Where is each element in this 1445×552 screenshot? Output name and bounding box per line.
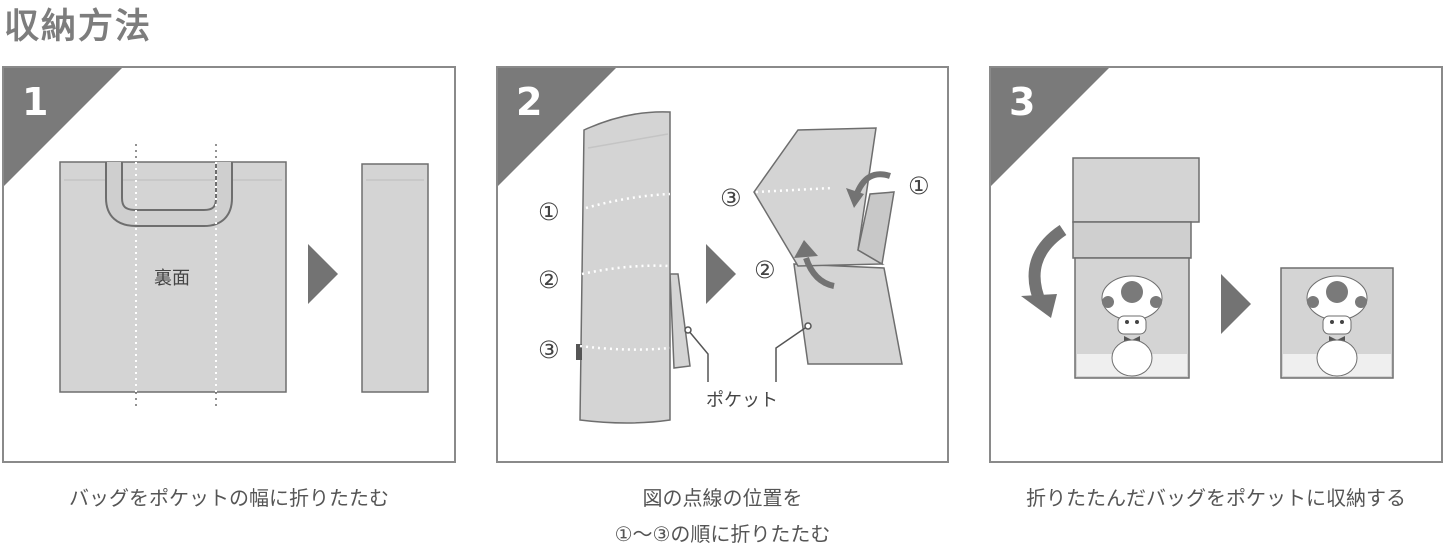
mushroom-character-2: [1306, 275, 1368, 377]
mark-3-right: ③: [720, 184, 742, 212]
pocket-pointer-right: [775, 325, 809, 382]
step-3-illustration: [991, 68, 1394, 379]
bag-body: [59, 161, 287, 393]
folding-bag-lower: [793, 263, 903, 365]
step-3-caption: 折りたたんだバッグをポケットに収納する: [1026, 486, 1406, 510]
step-2-caption: 図の点線の位置を ①〜③の順に折りたたむ: [496, 480, 949, 552]
next-arrow: [308, 244, 338, 304]
fold-arrow-2: [803, 256, 835, 289]
folded-bag-top: [1072, 157, 1200, 223]
insert-arrow: [1028, 225, 1067, 307]
mushroom-character: [1101, 275, 1163, 377]
step-3-panel: 3: [989, 66, 1443, 463]
mark-3-left: ③: [538, 336, 560, 364]
fold-line-1: [585, 192, 671, 210]
step-2-caption-line1: 図の点線の位置を: [642, 486, 803, 510]
step-1-number: 1: [22, 80, 49, 124]
step-1-caption: バッグをポケットの幅に折りたたむ: [69, 486, 389, 510]
step-2-panel: 2 ① ② ③ ③ ① ② ポケット: [496, 66, 949, 463]
step-3-corner: [991, 68, 1109, 186]
step-2-corner: [498, 68, 616, 186]
mark-1-left: ①: [538, 198, 560, 226]
mark-2-right: ②: [754, 256, 776, 284]
step-2-caption-line2: ①〜③の順に折りたたむ: [614, 522, 831, 546]
next-arrow: [706, 244, 736, 304]
folded-bag: [361, 163, 429, 393]
step-2-illustration: [498, 68, 903, 424]
mark-2-left: ②: [538, 266, 560, 294]
label-back: 裏面: [154, 268, 190, 289]
step-3-number: 3: [1009, 80, 1036, 124]
step-1-corner: [4, 68, 122, 186]
pocket-pointer-left: [687, 329, 709, 382]
step-1-illustration: [4, 68, 429, 408]
fold-line-3b: [755, 186, 833, 194]
step-2-number: 2: [516, 80, 543, 124]
next-arrow: [1221, 274, 1251, 334]
mark-1-right: ①: [908, 172, 930, 200]
fold-arrow-1: [853, 171, 891, 198]
label-pocket: ポケット: [706, 390, 778, 411]
step-1-panel: 1 裏面: [2, 66, 456, 463]
page-title: 収納方法: [4, 7, 153, 47]
